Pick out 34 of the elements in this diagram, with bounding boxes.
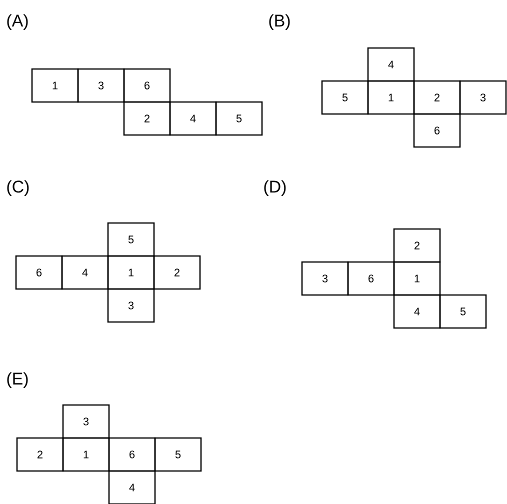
net-square: 2 — [16, 437, 64, 472]
option-label: (E) — [7, 372, 28, 388]
net-square: 2 — [123, 101, 171, 136]
net-square: 4 — [61, 255, 109, 290]
net-square: 2 — [393, 228, 441, 263]
net-square: 6 — [15, 255, 63, 290]
net-square: 5 — [107, 222, 155, 257]
net-square: 3 — [301, 261, 349, 296]
net-square: 5 — [154, 437, 202, 472]
net-square: 6 — [123, 68, 171, 103]
option-label: (C) — [7, 180, 29, 196]
net-square: 6 — [413, 113, 461, 148]
net-square: 5 — [439, 294, 487, 329]
net-square: 1 — [367, 80, 415, 115]
net-square: 3 — [107, 288, 155, 323]
net-square: 4 — [169, 101, 217, 136]
option-label: (B) — [269, 14, 290, 30]
net-square: 5 — [321, 80, 369, 115]
option-label: (D) — [264, 180, 286, 196]
net-square: 5 — [215, 101, 263, 136]
net-square: 4 — [367, 47, 415, 82]
net-square: 3 — [459, 80, 507, 115]
net-square: 2 — [413, 80, 461, 115]
net-square: 1 — [393, 261, 441, 296]
net-square: 1 — [62, 437, 110, 472]
option-label: (A) — [7, 14, 28, 30]
net-square: 3 — [77, 68, 125, 103]
net-square: 1 — [107, 255, 155, 290]
net-square: 3 — [62, 404, 110, 439]
net-square: 6 — [347, 261, 395, 296]
net-square: 4 — [393, 294, 441, 329]
net-square: 1 — [31, 68, 79, 103]
net-square: 6 — [108, 437, 156, 472]
net-square: 2 — [153, 255, 201, 290]
